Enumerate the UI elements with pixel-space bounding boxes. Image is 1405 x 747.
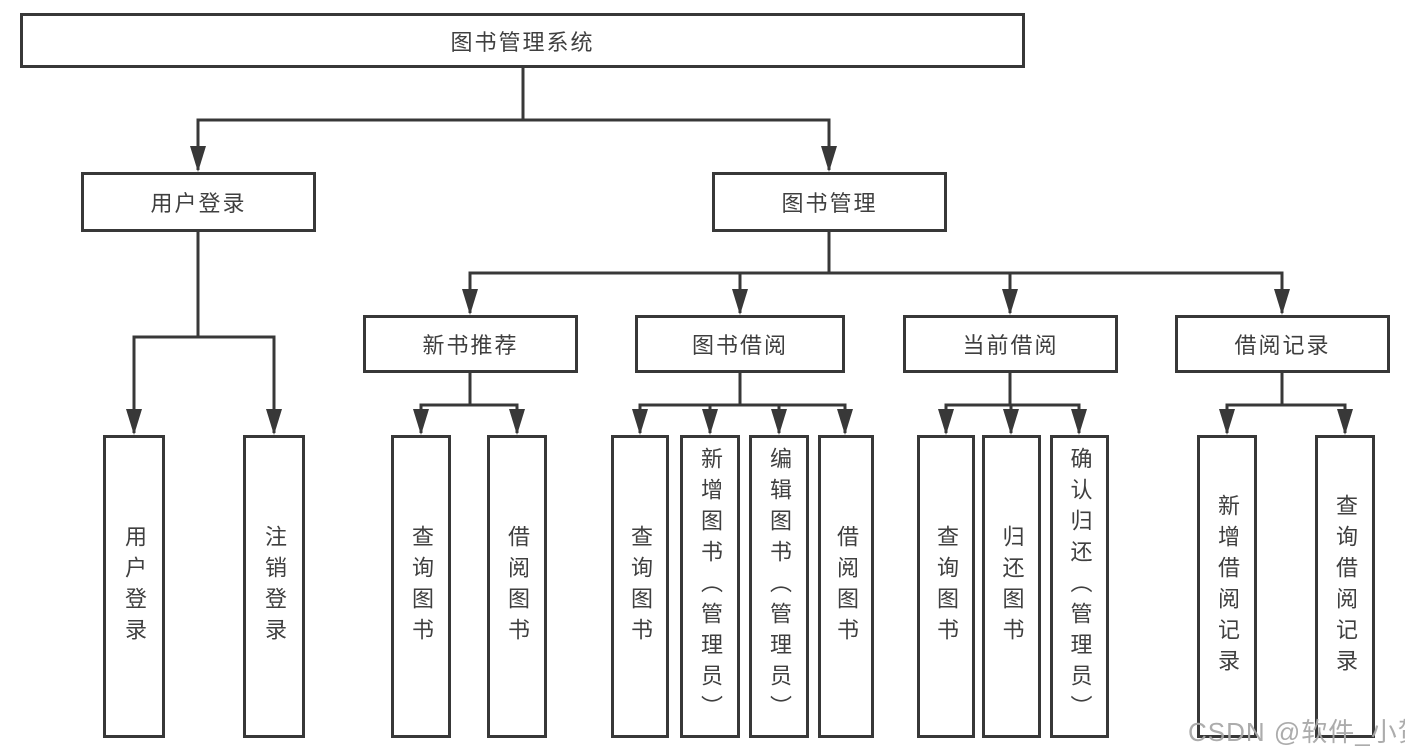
node-label: 用户登录 bbox=[150, 191, 247, 216]
node-label: 当前借阅 bbox=[962, 333, 1059, 358]
node-label: 借阅图书 bbox=[834, 524, 859, 649]
node-book-borrowing: 图书借阅 bbox=[635, 315, 845, 373]
node-label: 确认归还（管理员） bbox=[1067, 447, 1093, 726]
leaf-borrow-books: 借阅图书 bbox=[818, 435, 874, 738]
leaf-return-books: 归还图书 bbox=[982, 435, 1041, 738]
node-current-borrowing: 当前借阅 bbox=[903, 315, 1118, 373]
node-label: 新增借阅记录 bbox=[1215, 493, 1240, 680]
leaf-query-books-current: 查询图书 bbox=[917, 435, 975, 738]
leaf-add-borrow-record: 新增借阅记录 bbox=[1197, 435, 1257, 738]
node-label: 图书管理系统 bbox=[450, 29, 595, 55]
node-label: 用户登录 bbox=[122, 524, 147, 649]
leaf-confirm-return-admin: 确认归还（管理员） bbox=[1050, 435, 1109, 738]
node-label: 借阅记录 bbox=[1234, 333, 1331, 358]
node-label: 借阅图书 bbox=[505, 524, 530, 649]
node-borrowing-records: 借阅记录 bbox=[1175, 315, 1390, 373]
leaf-user-login: 用户登录 bbox=[103, 435, 165, 738]
leaf-add-books-admin: 新增图书（管理员） bbox=[680, 435, 740, 738]
node-label: 查询图书 bbox=[934, 524, 959, 649]
node-label: 新书推荐 bbox=[422, 333, 519, 358]
node-new-book-recommendation: 新书推荐 bbox=[363, 315, 578, 373]
leaf-query-borrow-record: 查询借阅记录 bbox=[1315, 435, 1375, 738]
node-label: 查询借阅记录 bbox=[1333, 493, 1358, 680]
node-label: 归还图书 bbox=[999, 524, 1025, 649]
leaf-borrow-books-recommend: 借阅图书 bbox=[487, 435, 547, 738]
leaf-logout: 注销登录 bbox=[243, 435, 305, 738]
node-book-management: 图书管理 bbox=[712, 172, 947, 232]
csdn-watermark: CSDN @软件_小贺同学 bbox=[1188, 717, 1405, 747]
leaf-edit-books-admin: 编辑图书（管理员） bbox=[749, 435, 809, 738]
node-label: 新增图书（管理员） bbox=[698, 447, 723, 726]
leaf-query-books-recommend: 查询图书 bbox=[391, 435, 451, 738]
node-label: 查询图书 bbox=[409, 524, 434, 649]
node-label: 查询图书 bbox=[628, 524, 653, 649]
node-user-login: 用户登录 bbox=[81, 172, 316, 232]
node-label: 注销登录 bbox=[262, 524, 287, 649]
node-label: 图书管理 bbox=[781, 191, 878, 216]
node-library-management-system: 图书管理系统 bbox=[20, 13, 1025, 68]
leaf-query-books-borrow: 查询图书 bbox=[611, 435, 669, 738]
node-label: 图书借阅 bbox=[691, 333, 788, 358]
node-label: 编辑图书（管理员） bbox=[767, 447, 792, 726]
